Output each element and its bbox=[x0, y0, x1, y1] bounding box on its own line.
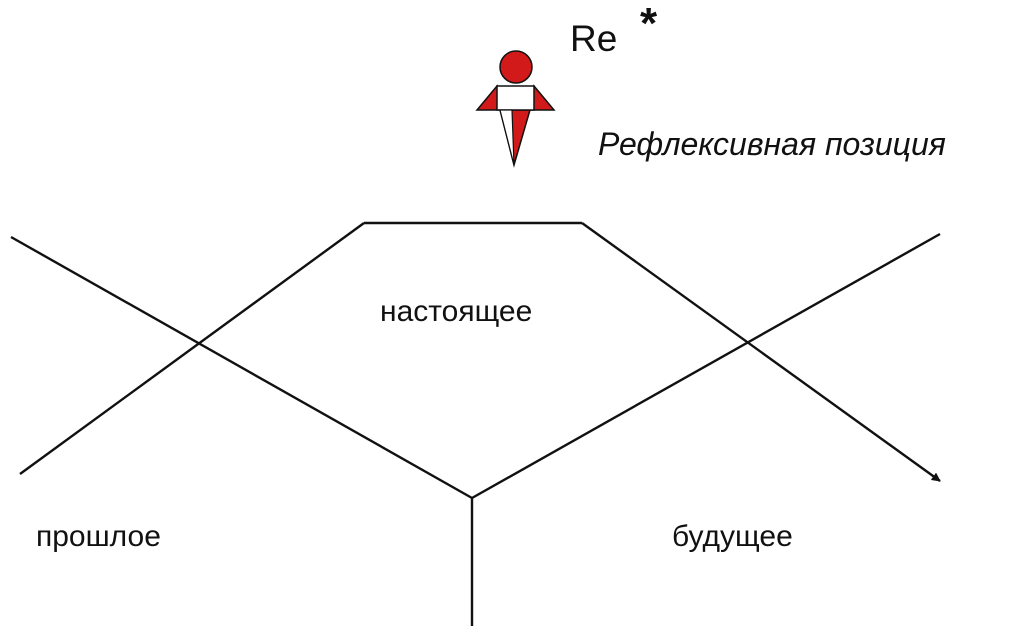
future-upper-boundary bbox=[471, 232, 941, 500]
present-label: настоящее bbox=[380, 295, 533, 328]
past-upper-boundary bbox=[10, 235, 473, 500]
present-left-edge bbox=[19, 222, 365, 475]
observer-body-white bbox=[499, 109, 515, 166]
observer-figure-icon bbox=[475, 50, 556, 168]
re-label: Re bbox=[570, 18, 618, 59]
future-label: будущее bbox=[672, 520, 793, 553]
observer-head bbox=[499, 50, 533, 84]
time-arrow bbox=[581, 222, 941, 482]
reflexive-position-label: Рефлексивная позиция bbox=[598, 126, 946, 162]
past-label: прошлое bbox=[36, 520, 161, 553]
re-star: * bbox=[640, 0, 658, 48]
observer-chest-white bbox=[496, 85, 535, 111]
